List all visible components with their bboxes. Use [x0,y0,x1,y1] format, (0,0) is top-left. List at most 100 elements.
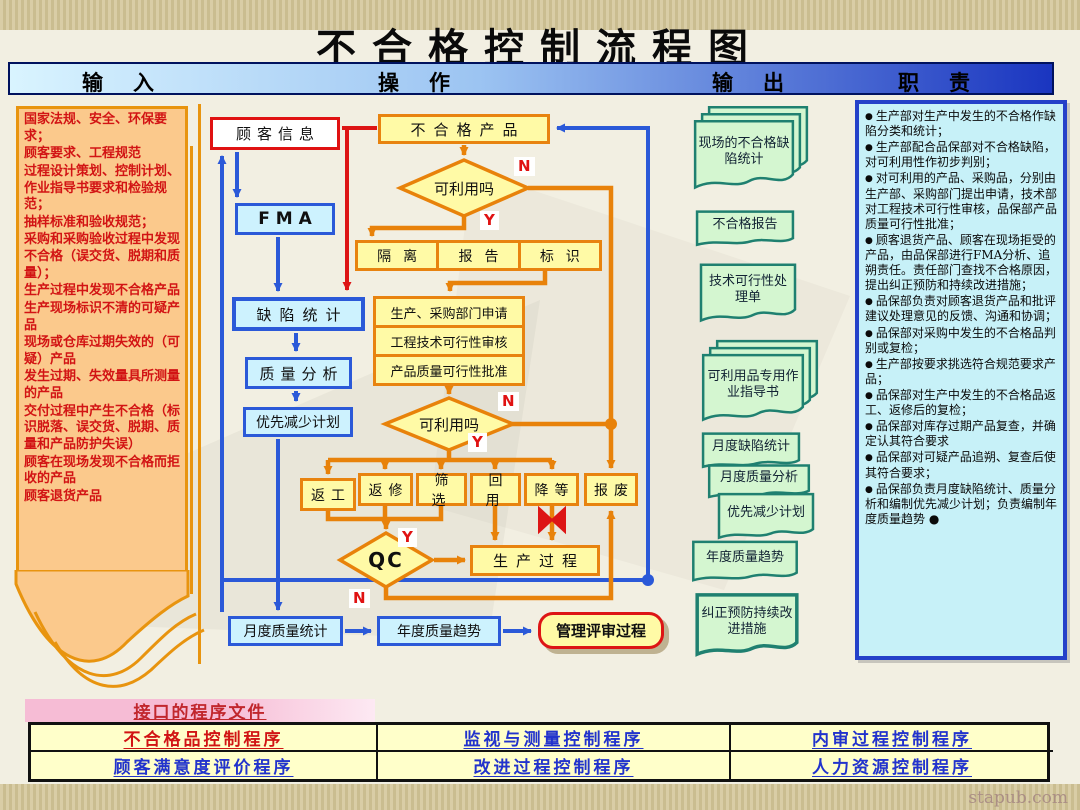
arrow-usable1-no-to-scrap [528,185,616,469]
output-doc-priority-reduction-plan: 优先减少计划 [716,492,816,542]
usable1-yes-label: Y [480,211,499,230]
procedure-cell: 改进过程控制程序 [378,752,731,779]
duty-item: 品保部对采购中发生的不合格品判别或复检； [865,326,1057,356]
procedures-table: 不合格品控制程序 监视与测量控制程序 内审过程控制程序 顾客满意度评价程序 改进… [28,722,1053,782]
output-doc-annual-quality-trend: 年度质量趋势 [690,540,800,584]
output-doc-label: 技术可行性处理单 [708,274,787,305]
quality-analysis-box: 质量分析 [245,357,352,389]
duty-item: 对可利用的产品、采购品，分别由生产部、采购部门提出申请，技术部对工程技术可行性审… [865,171,1057,231]
procedure-cell: 监视与测量控制程序 [378,725,731,752]
management-review-box: 管理评审过程 [538,612,664,649]
scrap-box: 报废 [584,473,638,506]
usable1-no-label: N [514,157,535,176]
isolate-cell: 隔离 [377,248,430,265]
duty-item: 顾客退货产品、顾客在现场拒受的产品，由品保部进行FMA分析、追朔责任。责任部门查… [865,233,1057,293]
output-doc-label: 现场的不合格缺陷统计 [698,136,790,167]
tech-review-row: 工程技术可行性审核 [376,325,522,354]
output-doc-nonconforming-report: 不合格报告 [694,210,796,248]
duty-item: 生产部配合品保部对不合格缺陷，对可利用性作初步判别； [865,140,1057,170]
priority-plan-box: 优先减少计划 [243,407,353,437]
column-header-bar: 输入 操作 输出 职责 [8,62,1054,95]
output-doc-label: 月度缺陷统计 [711,439,790,455]
decision-usable1-diamond [395,158,533,218]
repair-box: 返修 [358,473,413,506]
junction-dot-blue [642,574,654,586]
duty-item: 生产部对生产中发生的不合格作缺陷分类和统计； [865,109,1057,139]
line-usable2-yes-split [328,450,552,463]
input-item: 顾客退货产品 [24,488,103,504]
top-decorative-strip [0,0,1080,30]
output-doc-monthly-defect-stats: 月度缺陷统计 [700,432,802,470]
output-doc-monthly-quality-analysis: 月度质量分析 [706,464,812,500]
rework-box: 返工 [300,478,356,511]
downgrade-box: 降等 [524,473,579,506]
dept-apply-row: 生产、采购部门申请 [390,306,508,322]
duty-item: 生产部按要求挑选符合规范要求产品； [865,357,1057,387]
junction-dot-orange [605,418,617,430]
procedure-cell: 不合格品控制程序 [31,725,378,752]
procedure-cell: 人力资源控制程序 [812,758,972,778]
input-banner-layer-edge [190,146,193,594]
watermark: stapub.com [968,788,1068,808]
output-doc-label: 不合格报告 [712,217,778,233]
output-doc-label: 年度质量趋势 [705,550,784,566]
output-doc-tech-feasibility-sheet: 技术可行性处理单 [698,262,798,326]
monthly-quality-stats-box: 月度质量统计 [228,616,343,646]
procedure-cell: 内审过程控制程序 [731,725,1053,752]
header-col-operation: 操作 [378,71,480,95]
input-banner-wave-edge [14,570,205,688]
input-banner-layer-edge [198,104,201,664]
input-item: 过程设计策划、控制计划、作业指导书要求和检验规范； [24,163,181,213]
input-item: 采购和采购验收过程中发现不合格（误交货、脱期和质量）； [24,232,181,281]
quality-approval-row: 产品质量可行性批准 [376,354,522,383]
input-item: 国家法规、安全、环保要求； [24,112,168,144]
interface-procedures-title-bar: 接口的程序文件 [25,699,375,723]
procedure-cell: 顾客满意度评价程序 [31,752,378,779]
output-doc-corrective-preventive-measures: 纠正预防持续改进措施 [694,592,800,660]
duties-panel: 生产部对生产中发生的不合格作缺陷分类和统计； 生产部配合品保部对不合格缺陷，对可… [855,100,1067,660]
report-cell: 报告 [436,243,517,268]
input-item: 生产现场标识不清的可疑产品 [24,300,181,333]
output-doc-onsite-defect-stats: 现场的不合格缺陷统计 [692,118,796,194]
usable2-no-label: N [498,392,519,411]
duty-item: 品保部负责对顾客退货产品和批评建议处理意见的反馈、沟通和协调； [865,294,1057,324]
qc-yes-label: Y [398,528,417,547]
output-doc-label: 月度质量分析 [719,470,798,486]
header-col-input: 输入 [82,71,184,95]
duty-item: 品保部对可疑产品追朔、复查后使其符合要求； [865,450,1057,480]
reuse-box: 回用 [470,473,521,509]
downgrade-bowtie-icon [538,505,566,535]
input-banner-panel [16,106,188,572]
input-item: 发生过期、失效量具所测量的产品 [24,369,181,401]
defect-stats-box: 缺陷统计 [232,297,365,331]
output-doc-label: 优先减少计划 [726,505,805,521]
arrow-usable1-yes-to-isolate [367,216,467,237]
fma-box: F M A [235,203,335,235]
input-items-list: 国家法规、安全、环保要求； 顾客要求、工程规范 过程设计策划、控制计划、作业指导… [24,112,182,506]
output-doc-label: 可利用品专用作业指导书 [707,369,799,400]
input-item: 顾客在现场发现不合格而拒收的产品 [24,454,181,487]
qc-no-label: N [349,589,370,608]
interface-procedures-title: 接口的程序文件 [133,703,267,723]
isolate-report-identify-row: 隔离 报告 标识 [355,240,602,271]
input-item: 现场或仓库过期失效的（可疑）产品 [24,335,181,367]
duty-item: 品保部对生产中发生的不合格品返工、返修后的复检； [865,388,1057,418]
input-item: 顾客要求、工程规范 [24,146,142,162]
input-item: 生产过程中发现不合格产品 [24,283,181,299]
output-doc-usable-work-instruction: 可利用品专用作业指导书 [700,352,806,426]
input-item: 抽样标准和验收规范； [24,214,155,230]
header-col-duty: 职责 [898,71,1000,95]
arrow-identify-to-apply [445,271,548,292]
usable2-yes-label: Y [468,433,487,452]
annual-quality-trend-box: 年度质量趋势 [377,616,501,646]
arrow-qc-no-to-scrap [383,510,616,601]
production-process-box: 生产过程 [470,545,600,576]
output-doc-label: 纠正预防持续改进措施 [701,606,793,637]
bottom-decorative-strip [0,784,1080,810]
arrow-production-feedback-to-nonconforming [222,123,650,582]
customer-info-box: 顾客信息 [210,117,340,150]
usable1-diamond-label: 可利用吗 [433,179,494,198]
sort-box: 筛选 [416,473,467,509]
